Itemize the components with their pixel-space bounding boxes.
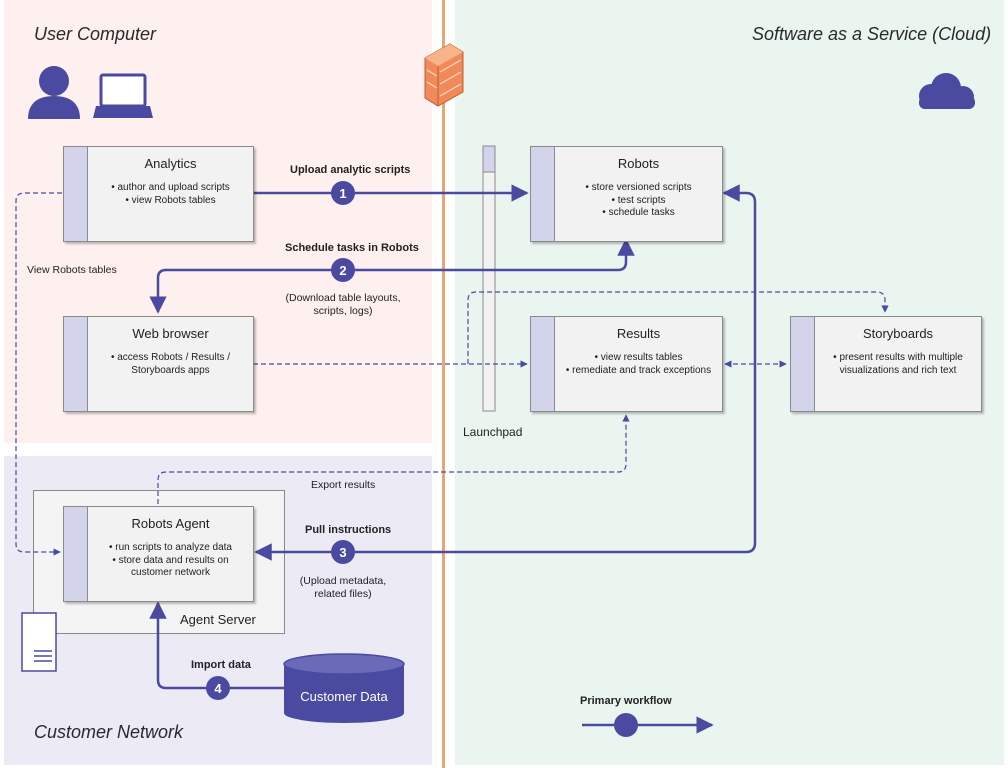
step-1-marker: 1 (331, 181, 355, 205)
step-2-marker: 2 (331, 258, 355, 282)
import-data-label: Import data (191, 659, 251, 671)
storyboards-items: present results with multiple visualizat… (815, 352, 981, 377)
upload-scripts-label: Upload analytic scripts (290, 164, 411, 176)
step-3-marker: 3 (331, 540, 355, 564)
launchpad-to-storyboards-arrow (467, 291, 889, 364)
svg-text:2: 2 (339, 263, 346, 278)
server-icon (21, 612, 57, 672)
firewall-icon (424, 43, 464, 107)
step-4-marker: 4 (206, 676, 230, 700)
storyboards-title: Storyboards (862, 326, 934, 341)
import-data-arrow (149, 601, 284, 690)
database-icon (283, 653, 405, 723)
person-icon (28, 66, 80, 119)
laptop-icon (93, 73, 153, 118)
upload-metadata-note-label: (Upload metadata, related files) (299, 575, 387, 600)
robots-agent-title: Robots Agent (131, 516, 210, 531)
web-browser-title: Web browser (132, 326, 209, 341)
download-note-label: (Download table layouts, scripts, logs) (285, 292, 401, 317)
pull-instructions-arrow (254, 184, 757, 561)
analytics-items: author and upload scripts view Robots ta… (88, 182, 253, 207)
robots-items: store versioned scripts test scripts sch… (555, 182, 722, 220)
web-browser-box: Web browser access Robots / Results / St… (63, 316, 254, 412)
customer-data-label: Customer Data (300, 689, 388, 704)
primary-workflow-label: Primary workflow (580, 695, 672, 707)
results-items: view results tables remediate and track … (555, 352, 722, 377)
launchpad-label: Launchpad (463, 425, 523, 439)
robots-title: Robots (617, 156, 660, 171)
saas-title: Software as a Service (Cloud) (752, 24, 992, 44)
analytics-title: Analytics (144, 156, 197, 171)
launchpad-bar (482, 145, 496, 412)
agent-server-label: Agent Server (180, 612, 256, 627)
results-title: Results (616, 326, 661, 341)
export-results-label: Export results (311, 479, 376, 491)
robots-box: Robots store versioned scripts test scri… (530, 146, 723, 242)
web-browser-items: access Robots / Results / Storyboards ap… (88, 352, 253, 377)
storyboards-box: Storyboards present results with multipl… (790, 316, 982, 412)
schedule-tasks-label: Schedule tasks in Robots (285, 242, 419, 254)
svg-text:4: 4 (214, 681, 222, 696)
legend-primary-workflow (582, 713, 714, 737)
customer-network-title: Customer Network (34, 722, 184, 742)
pull-instructions-label: Pull instructions (305, 524, 392, 536)
view-robots-tables-arrow (15, 192, 62, 556)
robots-agent-items: run scripts to analyze data store data a… (88, 542, 253, 580)
results-box: Results view results tables remediate an… (530, 316, 723, 412)
cloud-icon (919, 73, 975, 109)
robots-agent-box: Robots Agent run scripts to analyze data… (63, 506, 254, 602)
analytics-box: Analytics author and upload scripts view… (63, 146, 254, 242)
svg-text:1: 1 (339, 186, 346, 201)
view-robots-tables-label: View Robots tables (27, 264, 117, 276)
user-computer-title: User Computer (34, 24, 157, 44)
export-results-arrow (157, 414, 630, 504)
svg-text:3: 3 (339, 545, 346, 560)
